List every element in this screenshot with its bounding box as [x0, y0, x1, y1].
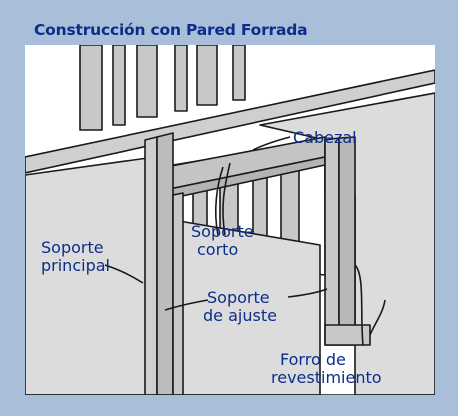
back-studs [79, 45, 246, 131]
label-soporte-corto: Soporte corto [191, 222, 259, 259]
king-stud [144, 136, 158, 395]
diagram-title: Construcción con Pared Forrada [34, 21, 308, 39]
left-drywall [25, 156, 156, 395]
label-forro: Forro de revestimiento [271, 350, 382, 387]
jack-stud [172, 192, 184, 395]
label-soporte-ajuste: Soporte de ajuste [203, 288, 277, 325]
right-jack-stud [324, 137, 340, 346]
label-cabezal: Cabezal [293, 128, 357, 147]
wall-construction-illustration: Cabezal Soporte corto Soporte principal … [25, 45, 435, 395]
top-plate [25, 69, 435, 174]
label-soporte-principal: Soporte principal [41, 238, 110, 275]
